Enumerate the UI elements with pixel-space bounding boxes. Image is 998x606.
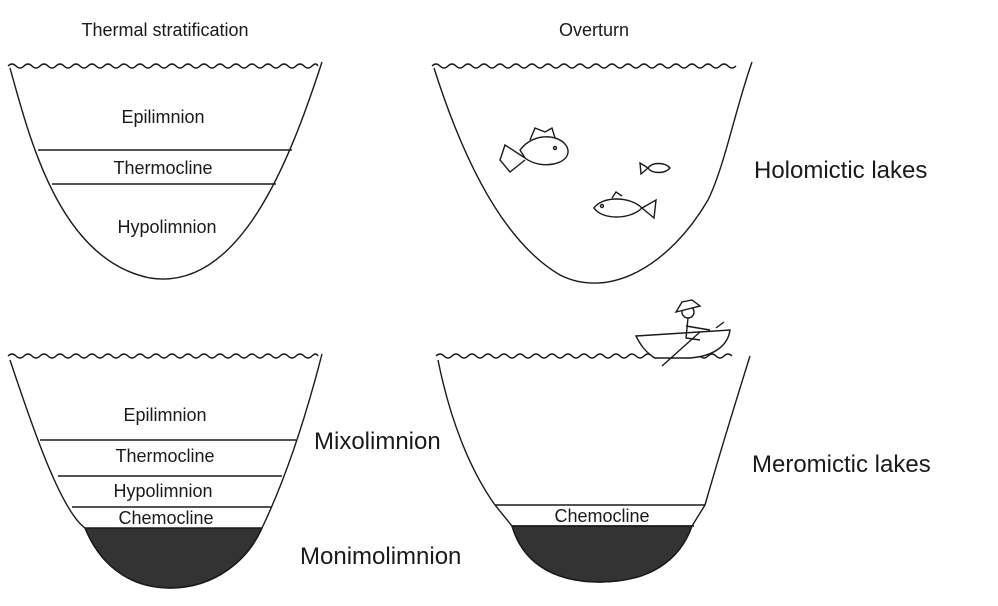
lake-meromictic-boat [435, 299, 751, 583]
lake-overturn [431, 61, 753, 284]
layer-label-thermocline: Thermocline [113, 158, 213, 178]
lake-basin-outline [433, 61, 753, 284]
lake-basin-outline [9, 353, 323, 589]
fish-large-icon [499, 126, 569, 173]
layer-label-thermocline: Thermocline [115, 446, 215, 466]
layer-label-epilimnion: Epilimnion [123, 405, 207, 425]
lake-basin-outline [437, 355, 751, 583]
layer-label-epilimnion: Epilimnion [121, 107, 205, 127]
lake-thermal-stratification [7, 61, 323, 280]
label-meromictic-lakes: Meromictic lakes [752, 451, 931, 478]
water-surface [7, 63, 319, 69]
title-overturn: Overturn [558, 20, 630, 40]
fish-medium-icon [593, 191, 657, 220]
title-thermal-stratification: Thermal stratification [81, 20, 249, 40]
lake-basin-outline [9, 61, 323, 280]
water-surface [7, 353, 319, 359]
water-surface [431, 63, 737, 69]
lake-meromictic-layers [7, 353, 323, 589]
label-holomictic-lakes: Holomictic lakes [754, 157, 928, 184]
layer-label-chemocline: Chemocline [554, 506, 650, 526]
layer-label-hypolimnion: Hypolimnion [113, 481, 213, 501]
label-mixolimnion: Mixolimnion [314, 428, 441, 455]
layer-label-hypolimnion: Hypolimnion [117, 217, 217, 237]
monimolimnion-fill [511, 525, 693, 583]
label-monimolimnion: Monimolimnion [300, 543, 462, 570]
monimolimnion-fill [83, 527, 264, 589]
layer-label-chemocline: Chemocline [118, 508, 214, 528]
rowboat-icon [634, 299, 731, 367]
fish-small-icon [639, 161, 671, 176]
